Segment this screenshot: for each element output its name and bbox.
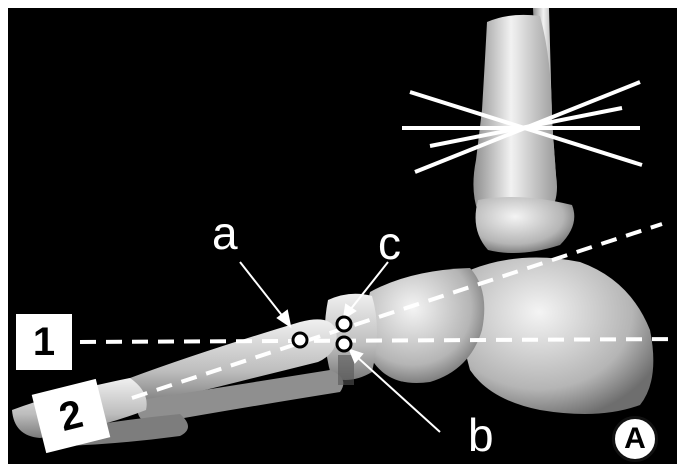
label-c: c [378,220,401,266]
panel-label-badge: A [612,416,658,462]
landmark-point-b [337,337,351,351]
label-a: a [212,210,238,256]
line-1-label: 1 [16,314,72,370]
landmark-point-c [337,317,351,331]
talus-bone [476,197,575,253]
joint-band [338,355,354,385]
landmark-point-a [293,333,307,347]
label-b: b [468,412,494,458]
